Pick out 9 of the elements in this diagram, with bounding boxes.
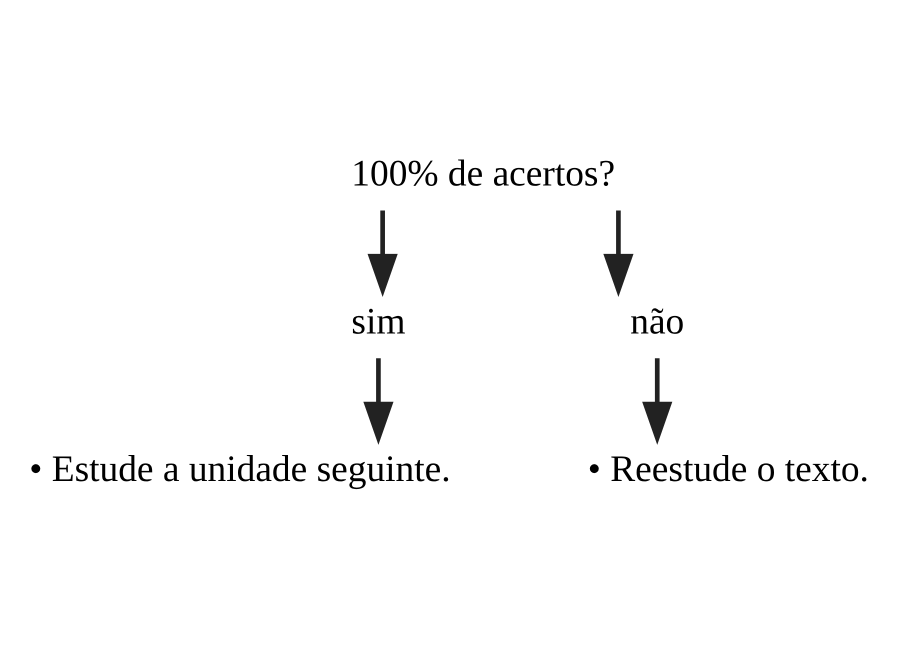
node-text: • Estude a unidade seguinte. [29,449,451,490]
node-text: sim [351,301,406,342]
arrow [642,358,672,445]
node-text: não [630,301,684,342]
arrow [363,358,394,445]
arrow [368,210,398,297]
node-text: • Reestude o texto. [588,449,869,490]
arrow [603,210,634,297]
node-text: 100% de acertos? [351,154,616,195]
